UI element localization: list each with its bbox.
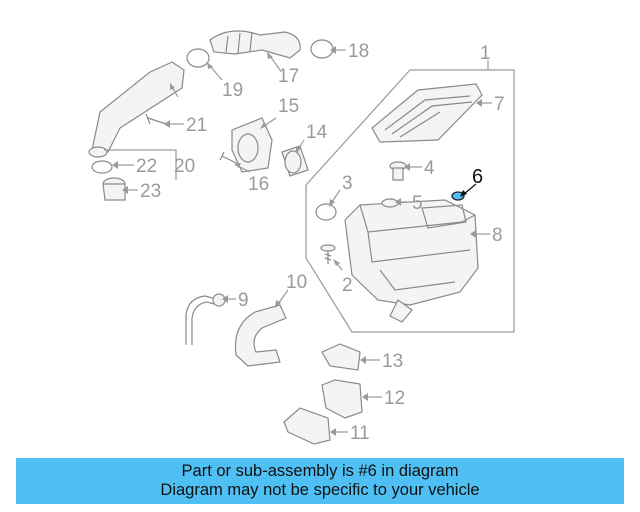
callout-9: 9 xyxy=(238,290,249,311)
callout-7: 7 xyxy=(494,94,505,115)
part-17-boot xyxy=(209,30,301,59)
part-21-bolt xyxy=(145,113,167,125)
part-11-bracket xyxy=(283,407,331,445)
part-9-hose xyxy=(185,295,221,345)
part-13-cover xyxy=(321,343,361,371)
callout-21: 21 xyxy=(186,115,207,136)
part-3-ring xyxy=(315,203,337,221)
callout-1: 1 xyxy=(480,43,491,64)
leader-lines xyxy=(104,46,492,436)
callout-3: 3 xyxy=(342,173,353,194)
callout-17: 17 xyxy=(278,66,299,87)
callout-13: 13 xyxy=(382,351,403,372)
parts-diagram-svg: 1 2 3 4 5 6 7 8 9 10 11 12 13 14 15 16 1… xyxy=(88,30,515,445)
banner-line-1: Part or sub-assembly is #6 in diagram xyxy=(181,462,459,480)
part-18-clamp xyxy=(310,39,334,59)
part-5-washer xyxy=(381,198,399,208)
callout-23: 23 xyxy=(140,181,161,202)
part-2-bolt xyxy=(320,244,336,264)
callout-2: 2 xyxy=(342,275,353,296)
callout-11: 11 xyxy=(350,423,370,444)
callout-6: 6 xyxy=(472,166,483,188)
info-banner: Part or sub-assembly is #6 in diagram Di… xyxy=(16,458,624,504)
callout-10: 10 xyxy=(286,272,307,293)
callout-15: 15 xyxy=(278,96,299,117)
callout-5: 5 xyxy=(412,193,423,214)
banner-line-2: Diagram may not be specific to your vehi… xyxy=(160,481,480,499)
part-4-grommet xyxy=(389,161,407,181)
part-6-seal xyxy=(451,191,465,201)
callout-8: 8 xyxy=(492,225,503,246)
callout-18: 18 xyxy=(348,41,369,62)
part-16-screw xyxy=(219,151,239,165)
parts-diagram: 1 2 3 4 5 6 7 8 9 10 11 12 13 14 15 16 1… xyxy=(88,30,515,445)
callout-19: 19 xyxy=(222,80,243,101)
callout-16: 16 xyxy=(248,174,269,195)
callout-20: 20 xyxy=(174,156,195,177)
assembly-1-bracket xyxy=(305,60,515,333)
part-23-coupling xyxy=(102,177,126,201)
part-15-maf-sensor xyxy=(231,117,273,173)
part-22-clamp xyxy=(91,160,113,174)
callout-12: 12 xyxy=(384,388,405,409)
callout-22: 22 xyxy=(136,156,157,177)
callout-14: 14 xyxy=(306,122,328,143)
part-19-clamp xyxy=(186,48,210,68)
part-8-air-box xyxy=(344,199,479,323)
callout-labels: 1 2 3 4 5 6 7 8 9 10 11 12 13 14 15 16 1… xyxy=(136,41,505,444)
part-20-intake-tube xyxy=(91,61,185,153)
part-14-sensor-housing xyxy=(281,145,309,177)
part-12-housing xyxy=(321,379,363,419)
part-10-duct xyxy=(234,304,287,367)
callout-4: 4 xyxy=(424,158,435,179)
part-7-filter-cover xyxy=(371,83,483,143)
